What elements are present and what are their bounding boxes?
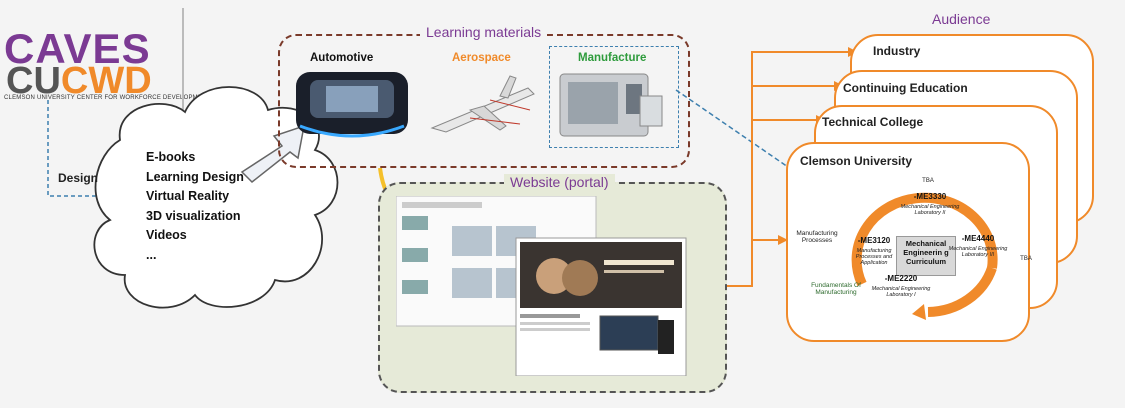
caves-logo: CAVES: [4, 25, 151, 72]
cloud-item: Learning Design: [146, 169, 244, 184]
side-label-manufacturing-processes: Manufacturing Processes: [796, 230, 838, 244]
curriculum-center: Mechanical Engineerin g Curriculum: [896, 236, 956, 276]
course-me3120: -ME3120: [857, 236, 891, 245]
course-me4440-desc: Mechanical Engineering Laboratory III: [948, 246, 1008, 258]
manufacture-highlight: [549, 46, 679, 148]
design-label: Design: [58, 171, 99, 185]
audience-label-technical-college: Technical College: [822, 115, 924, 129]
manufacture-image: [559, 73, 663, 137]
curriculum-ring: [851, 192, 998, 320]
category-aerospace: Aerospace: [452, 52, 511, 64]
audience-label-clemson: Clemson University: [800, 154, 913, 168]
side-label-tba-right: TBA: [1020, 256, 1032, 262]
cloud-shape: [93, 86, 339, 309]
course-me2220: -ME2220: [884, 274, 918, 283]
aerospace-image: [430, 75, 535, 133]
cucwd-logo: CUCWD: [6, 62, 152, 100]
category-automotive: Automotive: [310, 52, 374, 64]
audience-label-continuing-education: Continuing Education: [843, 81, 968, 95]
logo-cu: CU: [6, 60, 61, 102]
course-me3330: -ME3330: [913, 192, 947, 201]
website-portal-title: Website (portal): [504, 174, 615, 190]
cloud-list: E-books Learning Design Virtual Reality …: [146, 148, 244, 265]
cloud-item: 3D visualization: [146, 208, 241, 223]
cloud-item: E-books: [146, 150, 196, 164]
side-label-fundamentals: Fundamentals Of Manufacturing: [811, 282, 861, 296]
cloud-item: ...: [146, 247, 157, 262]
category-manufacture: Manufacture: [578, 52, 647, 64]
logo-cwd: CWD: [60, 60, 152, 102]
website-screenshot: [396, 196, 687, 376]
course-me4440: -ME4440: [961, 234, 995, 243]
audience-title: Audience: [932, 11, 991, 27]
audience-label-industry: Industry: [873, 44, 921, 58]
automotive-image: [296, 72, 408, 138]
course-me2220-desc: Mechanical Engineering Laboratory I: [871, 286, 931, 298]
course-me3330-desc: Mechanical Engineering Laboratory II: [900, 204, 960, 216]
side-label-tba-top: TBA: [922, 178, 934, 184]
course-me3120-desc: Manufacturing Processes and Application: [855, 248, 893, 266]
cloud-item: Virtual Reality: [146, 189, 230, 203]
learning-materials-title: Learning materials: [420, 24, 548, 40]
logo-subtitle: CLEMSON UNIVERSITY CENTER FOR WORKFORCE …: [4, 95, 211, 101]
cloud-item: Videos: [146, 228, 187, 242]
